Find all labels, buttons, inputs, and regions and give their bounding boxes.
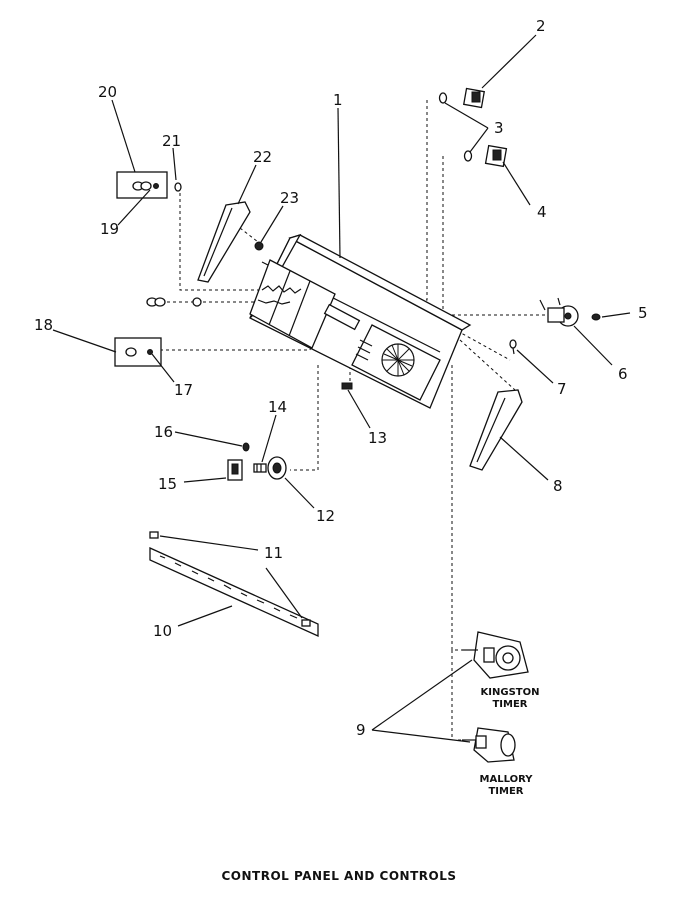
callout-22: 22 [253, 148, 272, 166]
nut-pair-left [146, 297, 202, 307]
nut-part-21 [174, 182, 182, 192]
callout-21: 21 [162, 132, 181, 150]
callout-1: 1 [333, 91, 343, 109]
callout-labels: 1 2 3 4 5 6 7 8 9 10 11 12 13 14 15 16 1… [34, 17, 648, 739]
callout-19: 19 [100, 220, 119, 238]
callout-4: 4 [537, 203, 547, 221]
spring-part-14 [253, 463, 267, 473]
callout-13: 13 [368, 429, 387, 447]
nut-part-3 [438, 92, 473, 162]
knob-part-5 [591, 313, 601, 321]
rotary-switch-part-6 [539, 297, 579, 327]
control-panel [249, 233, 472, 409]
bracket-part-15 [227, 459, 243, 481]
mallory-timer [462, 727, 516, 763]
callout-9: 9 [356, 721, 366, 739]
callout-16: 16 [154, 423, 173, 441]
mallory-timer-label-line2: TIMER [488, 786, 523, 797]
timer-captions: KINGSTON TIMER MALLORY TIMER [480, 687, 540, 797]
callout-8: 8 [553, 477, 563, 495]
switch-part-2 [462, 87, 486, 109]
mallory-timer-label-line1: MALLORY [480, 774, 534, 785]
callout-18: 18 [34, 316, 53, 334]
clip-part-23 [254, 241, 264, 251]
callout-20: 20 [98, 83, 117, 101]
screw-part-7 [509, 339, 517, 355]
clip-part-11 [149, 531, 311, 627]
callout-5: 5 [638, 304, 648, 322]
callout-15: 15 [158, 475, 177, 493]
callout-6: 6 [618, 365, 628, 383]
clip-part-13 [341, 382, 353, 390]
leader-lines [52, 34, 631, 743]
kingston-timer-label-line2: TIMER [492, 699, 527, 710]
end-cap-left-part-22 [197, 201, 251, 283]
callout-23: 23 [280, 189, 299, 207]
screw-part-16 [242, 442, 250, 452]
callout-3: 3 [494, 119, 504, 137]
callout-14: 14 [268, 398, 287, 416]
plate-part-20 [116, 171, 168, 199]
callout-7: 7 [557, 380, 567, 398]
kingston-timer-label-line1: KINGSTON [481, 687, 540, 698]
knob-part-12 [267, 456, 287, 480]
kingston-timer [462, 631, 529, 679]
callout-2: 2 [536, 17, 546, 35]
callout-10: 10 [153, 622, 172, 640]
callout-12: 12 [316, 507, 335, 525]
callout-17: 17 [174, 381, 193, 399]
plate-part-18 [114, 337, 162, 367]
diagram-title: CONTROL PANEL AND CONTROLS [222, 869, 457, 883]
callout-11: 11 [264, 544, 283, 562]
switch-part-4 [484, 144, 508, 168]
rail-part-10 [149, 546, 319, 638]
end-cap-right-part-8 [469, 389, 523, 471]
